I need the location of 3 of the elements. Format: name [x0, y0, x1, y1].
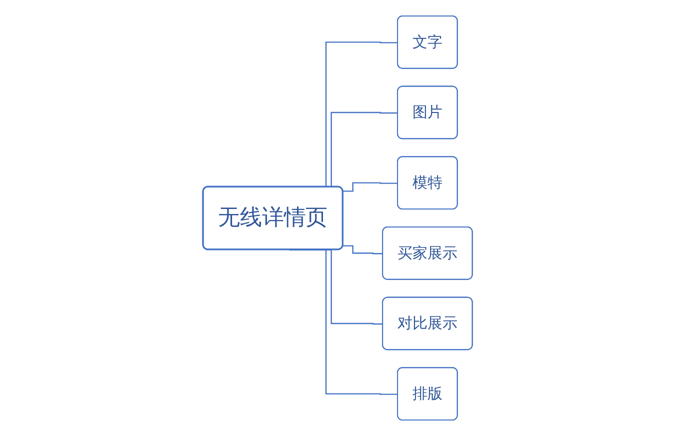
connector [342, 244, 383, 254]
connector [289, 248, 398, 394]
connector [342, 182, 398, 192]
